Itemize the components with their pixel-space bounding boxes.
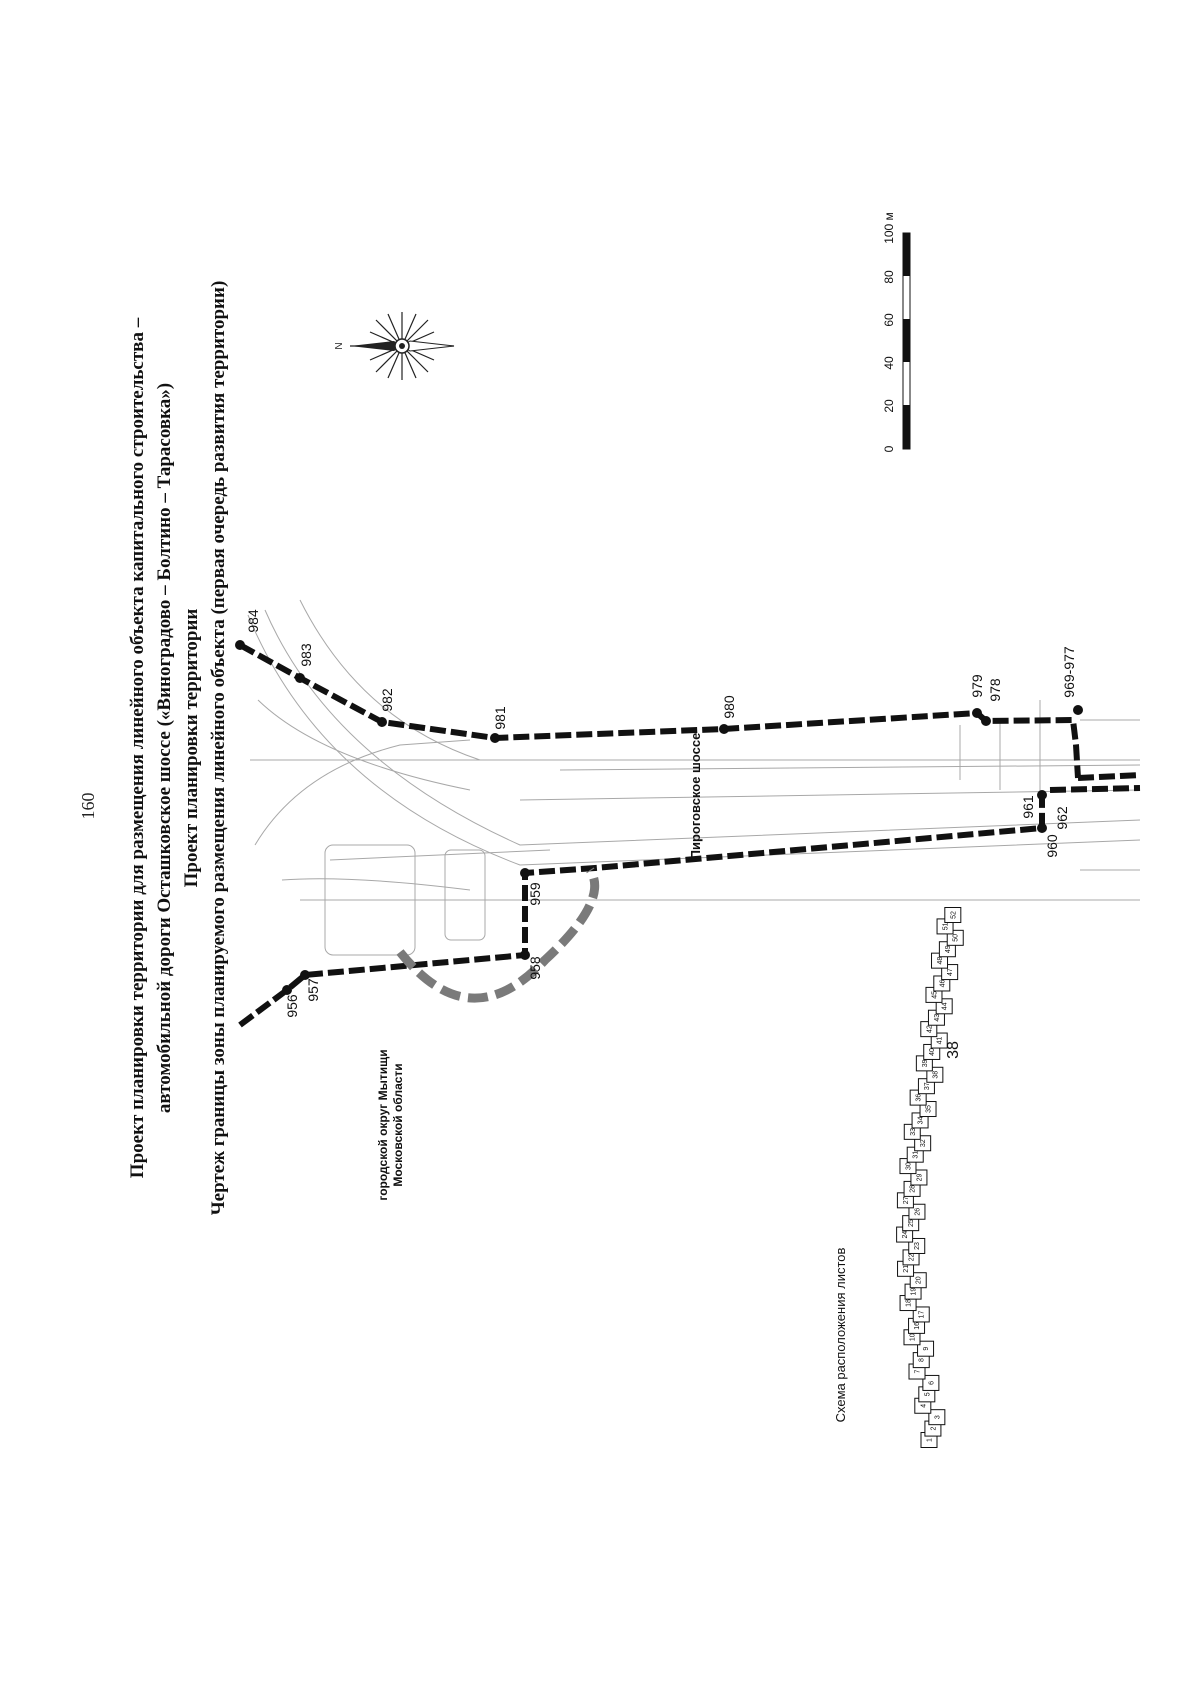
point-label-979: 979 [969,674,985,698]
sheet-index-box-52: 52 [944,907,962,923]
svg-text:29: 29 [916,1174,923,1182]
svg-text:16: 16 [914,1322,921,1330]
svg-text:46: 46 [939,979,946,987]
scale-tick-100: 100 м [882,212,896,244]
point-label-956: 956 [284,994,300,1018]
district-label-line-1: городской округ Мытищи [376,1049,390,1200]
svg-text:20: 20 [916,1276,923,1284]
svg-text:23: 23 [914,1242,921,1250]
svg-text:4: 4 [920,1404,927,1408]
sheet-index-highlight: 38 [945,1041,962,1059]
svg-text:28: 28 [910,1185,917,1193]
svg-text:24: 24 [902,1231,909,1239]
title-line-2: автомобильной дороги Осташковское шоссе … [154,383,175,1113]
svg-text:27: 27 [903,1196,910,1204]
sheet-index-box-3: 3 [928,1409,946,1426]
svg-text:30: 30 [905,1162,912,1170]
svg-text:8: 8 [919,1358,926,1362]
point-label-962: 962 [1054,806,1070,830]
svg-text:21: 21 [903,1265,910,1273]
point-label-978: 978 [987,678,1003,702]
svg-text:48: 48 [937,957,944,965]
svg-text:51: 51 [943,922,950,930]
svg-text:7: 7 [915,1369,922,1373]
scale-tick-0: 0 [882,445,896,452]
svg-text:10: 10 [909,1333,916,1341]
svg-text:35: 35 [926,1105,933,1113]
svg-text:3: 3 [934,1415,941,1419]
sheet-index-box-6: 6 [922,1374,940,1391]
svg-text:9: 9 [923,1347,930,1351]
point-label-958: 958 [527,956,543,980]
svg-text:5: 5 [924,1392,931,1396]
point-label-981: 981 [492,706,508,730]
scale-bar: 0 20 40 60 80 100 м [882,212,911,452]
sheet-index-box-17: 17 [912,1306,930,1323]
title-block: Проект планировки территории для размеще… [127,281,229,1216]
point-label-984: 984 [245,609,261,633]
svg-text:22: 22 [909,1253,916,1261]
svg-text:52: 52 [950,911,957,919]
svg-text:36: 36 [916,1094,923,1102]
svg-text:44: 44 [942,1002,949,1010]
svg-text:18: 18 [906,1299,913,1307]
svg-text:41: 41 [937,1037,944,1045]
svg-text:26: 26 [914,1208,921,1216]
svg-text:37: 37 [924,1082,931,1090]
svg-text:38: 38 [932,1071,939,1079]
svg-text:45: 45 [931,991,938,999]
svg-text:39: 39 [922,1059,929,1067]
scale-tick-40: 40 [882,356,896,370]
point-label-961: 961 [1020,795,1036,819]
district-label-line-2: Московской области [391,1063,405,1186]
svg-text:6: 6 [928,1381,935,1385]
page-number: 160 [78,793,98,820]
svg-text:19: 19 [911,1288,918,1296]
zone-arc [396,867,600,1003]
svg-text:34: 34 [918,1116,925,1124]
svg-text:50: 50 [953,934,960,942]
boundary-point-markers [235,640,1083,995]
title-line-1: Проект планировки территории для размеще… [127,317,148,1178]
svg-text:32: 32 [920,1139,927,1147]
planned-boundary [238,642,1141,1028]
title-line-4: Чертеж границы зоны планируемого размеще… [208,281,229,1216]
svg-text:47: 47 [947,968,954,976]
sheet-index-title: Схема расположения листов [833,1247,848,1422]
svg-text:42: 42 [926,1025,933,1033]
point-label-983: 983 [298,643,314,667]
point-label-969-977: 969-977 [1061,646,1077,698]
scale-tick-20: 20 [882,399,896,413]
sheet-index: 1234567891016171819202122232425262728293… [896,907,964,1448]
compass-north-label: N [334,342,345,349]
point-label-980: 980 [721,695,737,719]
scale-tick-60: 60 [882,313,896,327]
svg-text:43: 43 [934,1014,941,1022]
svg-text:31: 31 [913,1151,920,1159]
compass-rose-icon: N [334,312,455,380]
point-label-960: 960 [1044,834,1060,858]
scale-tick-80: 80 [882,270,896,284]
boundary-point-labels: 956 957 958 959 960 961 962 969-977 978 … [245,609,1077,1018]
point-label-959: 959 [527,882,543,906]
sheet-index-box-20: 20 [909,1272,927,1289]
svg-text:25: 25 [908,1219,915,1227]
point-label-982: 982 [379,688,395,712]
road-label: Пироговское шоссе [688,733,703,860]
svg-text:33: 33 [910,1128,917,1136]
title-line-3: Проект планировки территории [181,609,202,888]
svg-text:40: 40 [929,1048,936,1056]
svg-text:1: 1 [927,1438,934,1442]
point-label-957: 957 [305,978,321,1002]
svg-text:17: 17 [919,1310,926,1318]
sheet-index-box-9: 9 [917,1340,935,1357]
svg-text:49: 49 [945,945,952,953]
svg-text:2: 2 [930,1427,937,1431]
